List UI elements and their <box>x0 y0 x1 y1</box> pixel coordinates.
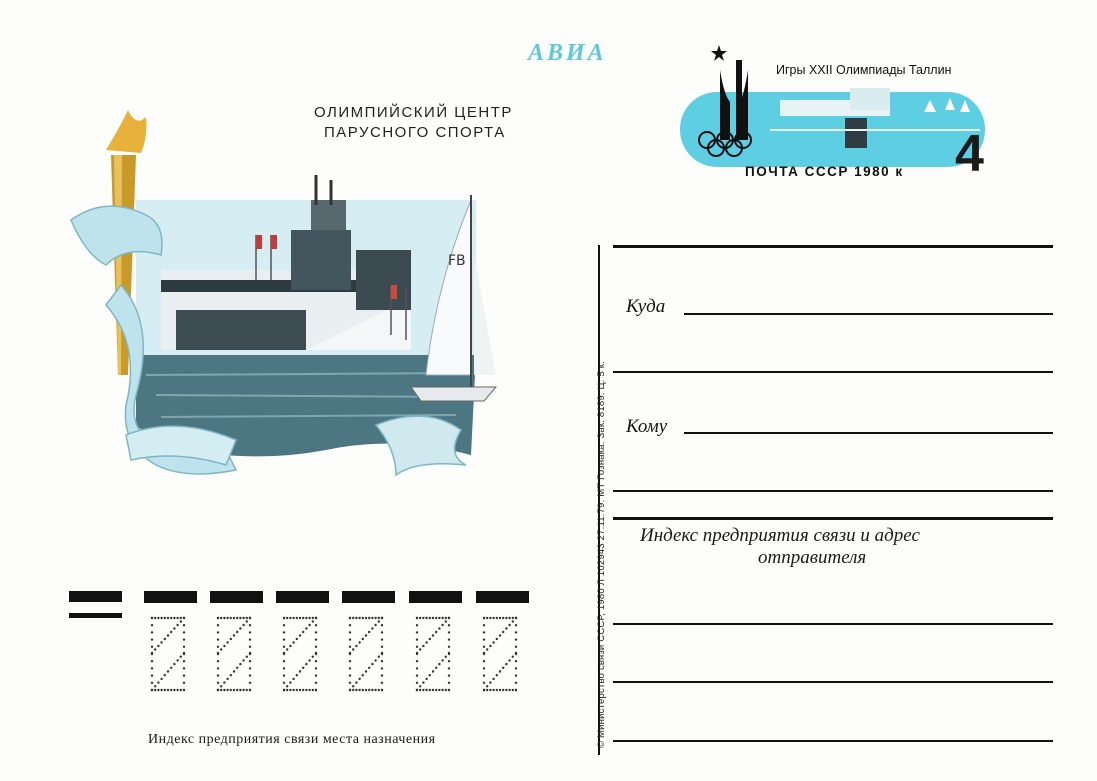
card-title-line-1: ОЛИМПИЙСКИЙ ЦЕНТР <box>314 104 513 121</box>
postcode-digit-box[interactable] <box>276 591 329 692</box>
postcode-digit-box[interactable] <box>409 591 462 692</box>
postage-stamp <box>680 45 985 167</box>
postcode-digit-box[interactable] <box>144 591 197 692</box>
svg-text:FB: FB <box>448 253 466 269</box>
vertical-divider <box>598 245 600 755</box>
publisher-imprint: © Министерство связи СССР, 1980 Л 102943… <box>596 248 607 748</box>
stamp-caption: Игры XXII Олимпиады Таллин <box>776 63 952 77</box>
postal-code-grid[interactable] <box>69 590 539 700</box>
address-line-4[interactable] <box>613 490 1053 492</box>
sender-line-2[interactable] <box>613 681 1053 683</box>
sailing-center-illustration: FB <box>70 110 498 477</box>
imprint-text: © Министерство связи СССР, 1980 Л 102943… <box>596 361 607 748</box>
stamp-country-year: ПОЧТА СССР 1980 к <box>745 164 904 179</box>
sender-line-3[interactable] <box>613 740 1053 742</box>
postcode-caption: Индекс предприятия связи места назначени… <box>148 732 436 747</box>
card-title-line-2: ПАРУСНОГО СПОРТА <box>324 124 506 141</box>
to-whom-label: Кому <box>626 416 668 437</box>
postcode-digit-box[interactable] <box>210 591 263 692</box>
to-where-line[interactable] <box>684 313 1053 315</box>
postcode-digit-box[interactable] <box>476 591 529 692</box>
sender-line-1[interactable] <box>613 623 1053 625</box>
sender-section-rule <box>613 517 1053 520</box>
address-top-rule <box>613 245 1053 248</box>
address-line-2[interactable] <box>613 371 1053 373</box>
airmail-label: АВИА <box>528 40 607 66</box>
postcode-digit-box[interactable] <box>342 591 395 692</box>
to-where-label: Куда <box>626 296 666 317</box>
to-whom-line[interactable] <box>684 432 1053 434</box>
stamp-denomination: 4 <box>955 125 984 183</box>
sender-label-line-1: Индекс предприятия связи и адрес <box>640 525 920 546</box>
sender-label-line-2: отправителя <box>758 547 867 568</box>
